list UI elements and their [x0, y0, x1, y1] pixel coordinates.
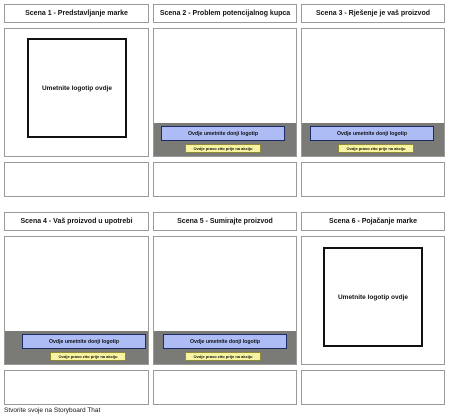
banner-promo-box[interactable]: Ovdje pravo zito prije na akciju — [50, 352, 126, 361]
banner-logo-box[interactable]: Ovdje umetnite donji logotip — [22, 334, 146, 349]
scene-1-title: Scena 1 - Predstavljanje marke — [4, 4, 149, 23]
scene-5-caption[interactable] — [153, 370, 297, 405]
scene-1-caption[interactable] — [4, 162, 149, 197]
scene-2-cell[interactable]: Ovdje umetnite donji logotip Ovdje pravo… — [153, 28, 297, 157]
banner-promo-box[interactable]: Ovdje pravo zito prije na akciju — [185, 352, 261, 361]
scene-6-title: Scena 6 - Pojačanje marke — [301, 212, 445, 231]
scene-6-caption[interactable] — [301, 370, 445, 405]
bottom-banner: Ovdje umetnite donji logotip Ovdje pravo… — [302, 123, 444, 156]
scene-2-caption[interactable] — [153, 162, 297, 197]
scene-3-caption[interactable] — [301, 162, 445, 197]
scene-2-title: Scena 2 - Problem potencijalnog kupca — [153, 4, 297, 23]
logo-placeholder[interactable]: Umetnite logotip ovdje — [27, 38, 127, 138]
scene-1-cell[interactable]: Umetnite logotip ovdje — [4, 28, 149, 157]
scene-5-cell[interactable]: Ovdje umetnite donji logotip Ovdje pravo… — [153, 236, 297, 365]
scene-3-title: Scena 3 - Rješenje je vaš proizvod — [301, 4, 445, 23]
logo-placeholder[interactable]: Umetnite logotip ovdje — [323, 247, 423, 347]
footer-credit[interactable]: Stvorite svoje na Storyboard That — [4, 407, 101, 414]
banner-promo-box[interactable]: Ovdje pravo zito prije na akciju — [185, 144, 261, 153]
bottom-banner: Ovdje umetnite donji logotip Ovdje pravo… — [5, 331, 148, 364]
scene-6-cell[interactable]: Umetnite logotip ovdje — [301, 236, 445, 365]
banner-logo-box[interactable]: Ovdje umetnite donji logotip — [310, 126, 434, 141]
banner-promo-box[interactable]: Ovdje pravo zito prije na akciju — [338, 144, 414, 153]
scene-5-title: Scena 5 - Sumirajte proizvod — [153, 212, 297, 231]
banner-logo-box[interactable]: Ovdje umetnite donji logotip — [163, 334, 287, 349]
scene-4-title: Scena 4 - Vaš proizvod u upotrebi — [4, 212, 149, 231]
bottom-banner: Ovdje umetnite donji logotip Ovdje pravo… — [154, 331, 296, 364]
scene-3-cell[interactable]: Ovdje umetnite donji logotip Ovdje pravo… — [301, 28, 445, 157]
scene-4-cell[interactable]: Ovdje umetnite donji logotip Ovdje pravo… — [4, 236, 149, 365]
scene-4-caption[interactable] — [4, 370, 149, 405]
banner-logo-box[interactable]: Ovdje umetnite donji logotip — [161, 126, 285, 141]
bottom-banner: Ovdje umetnite donji logotip Ovdje pravo… — [154, 123, 296, 156]
